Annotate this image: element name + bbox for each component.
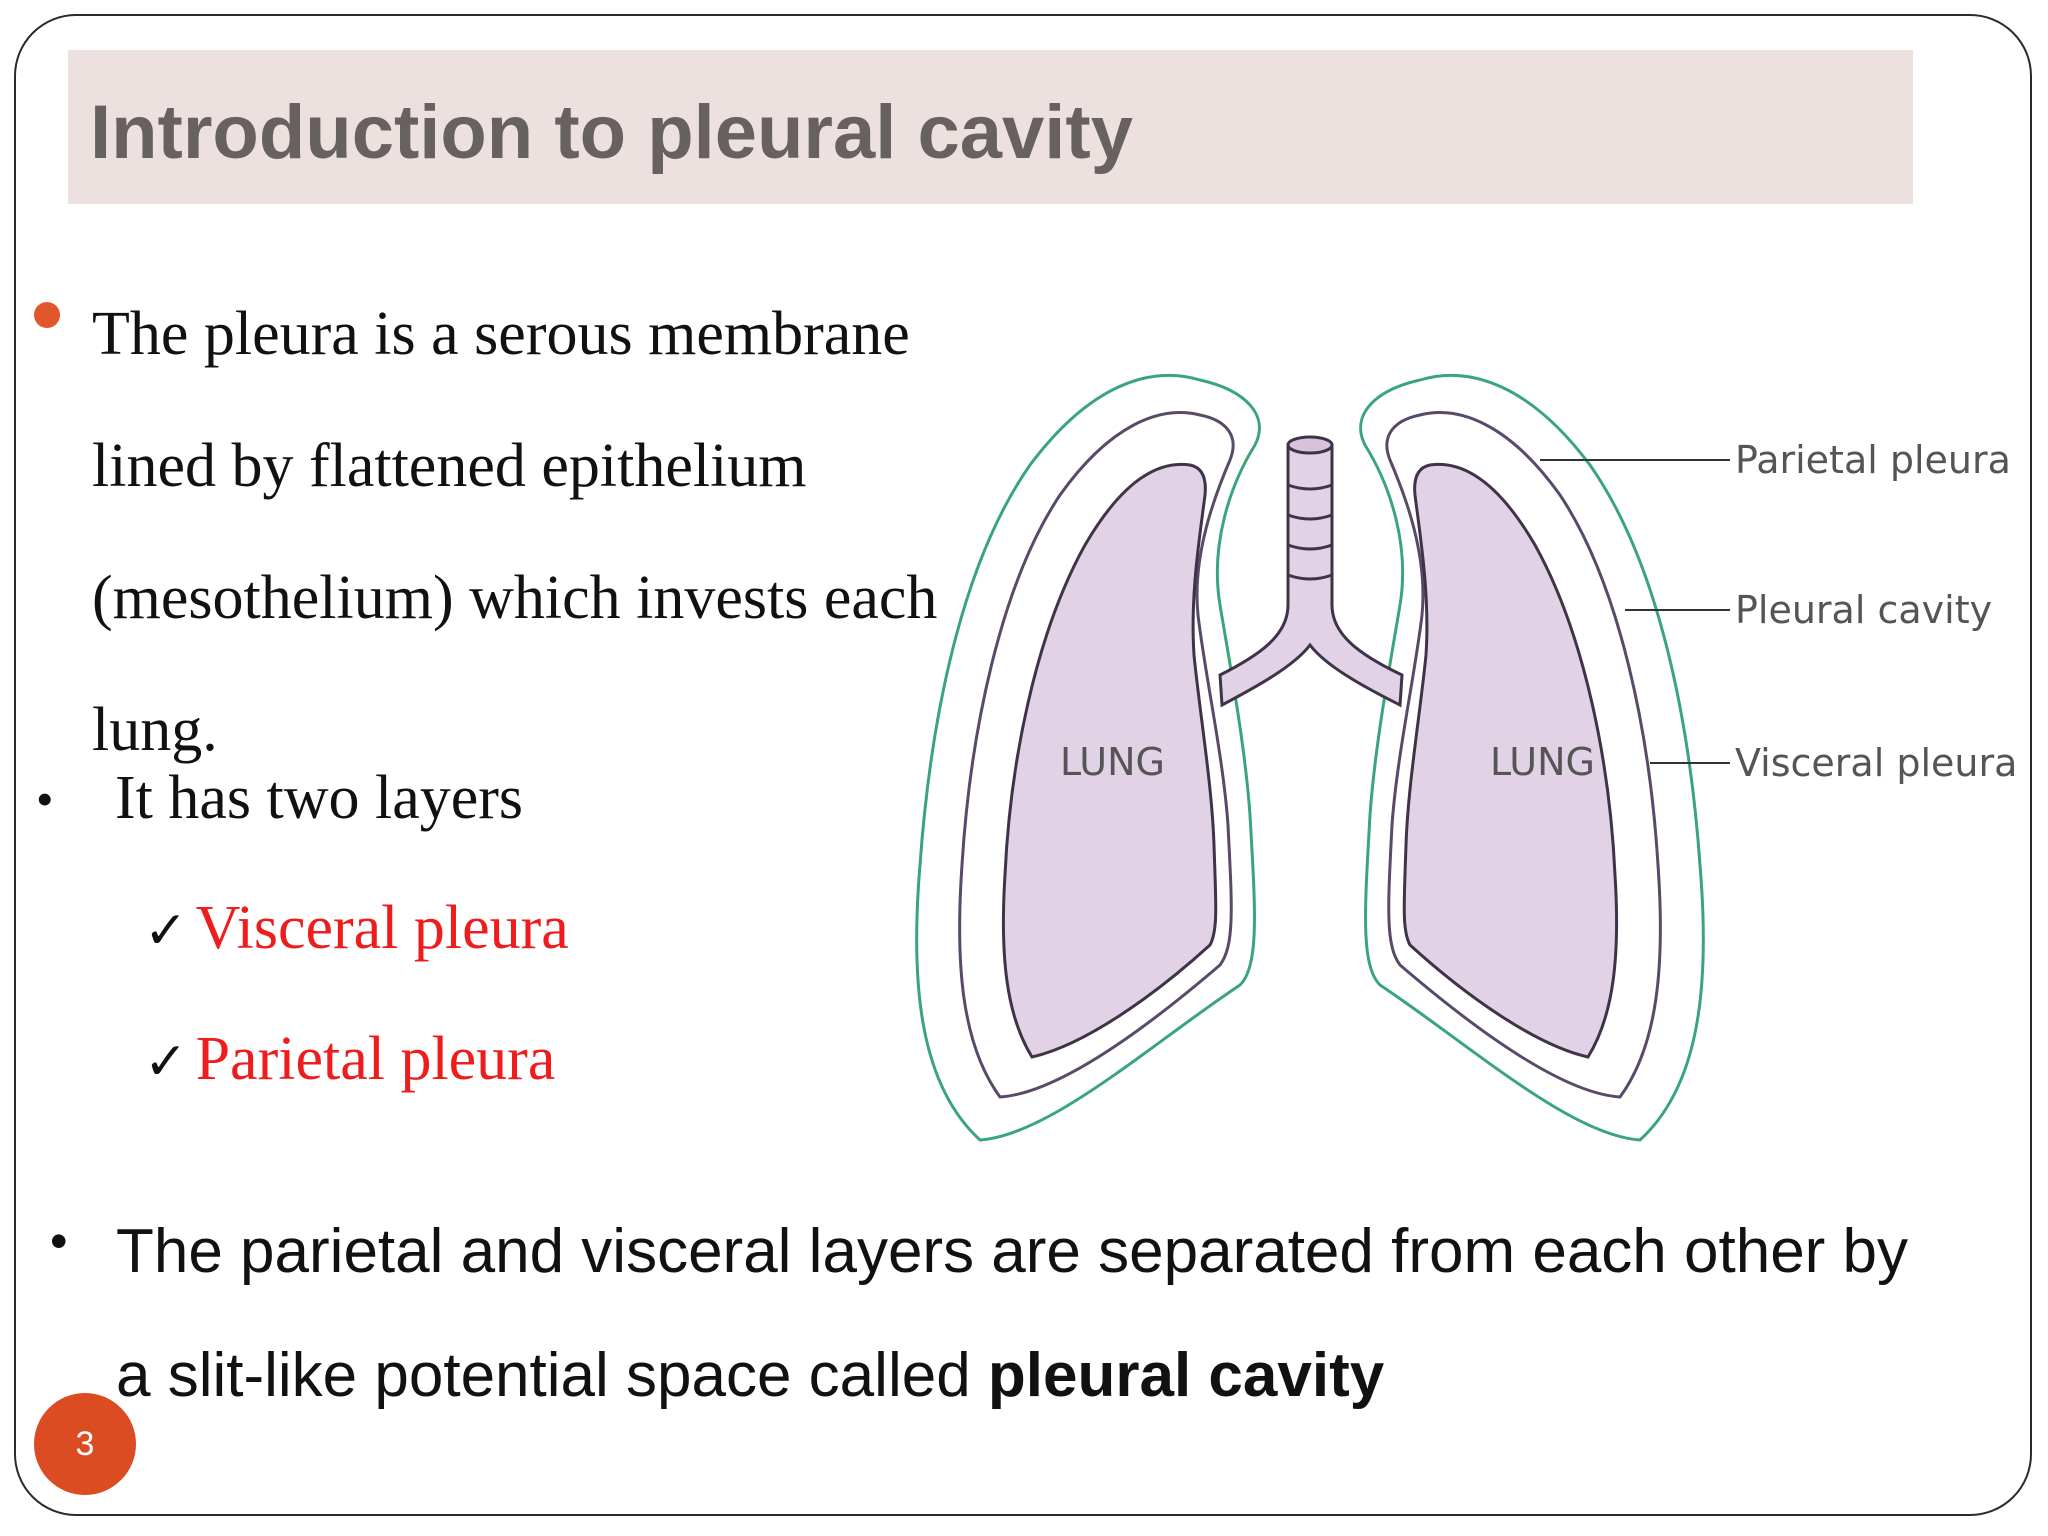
parietal-pleura-left xyxy=(915,373,1261,1142)
lung-right-body xyxy=(1402,462,1619,1059)
trachea-rings xyxy=(1287,483,1333,581)
layer-item-visceral: ✓Visceral pleura xyxy=(144,893,569,964)
intro-line: lung. xyxy=(92,696,218,764)
pleural-cavity-left xyxy=(958,411,1235,1099)
label-parietal-pleura: Parietal pleura xyxy=(1735,438,2011,482)
label-pleural-cavity: Pleural cavity xyxy=(1735,588,1992,632)
page-number: 3 xyxy=(34,1393,136,1495)
bullet-dot-icon xyxy=(34,302,60,328)
intro-paragraph: The pleura is a serous membrane lined by… xyxy=(92,268,1012,796)
layer-item-parietal: ✓Parietal pleura xyxy=(144,1024,555,1095)
slide-title: Introduction to pleural cavity xyxy=(90,90,1133,175)
bullet-icon: • xyxy=(36,771,54,827)
layer-label: Parietal pleura xyxy=(195,1025,556,1093)
pleura-diagram: LUNG LUNG Parietal pleura Pleural cavity… xyxy=(915,373,2017,1142)
intro-line: The pleura is a serous membrane xyxy=(92,300,910,368)
trachea-top xyxy=(1286,435,1334,455)
separation-text: The parietal and visceral layers are sep… xyxy=(116,1217,1909,1410)
title-bar xyxy=(68,50,1913,204)
intro-line: lined by flattened epithelium xyxy=(92,432,807,500)
bullet-icon: • xyxy=(50,1213,68,1269)
layers-bullet: It has two layers xyxy=(115,764,524,832)
lung-left-body xyxy=(1001,462,1218,1059)
intro-line: (mesothelium) which invests each xyxy=(92,564,938,632)
pleural-cavity-right xyxy=(1385,411,1662,1099)
layer-label: Visceral pleura xyxy=(195,894,569,962)
separation-term: pleural cavity xyxy=(987,1341,1385,1410)
parietal-pleura-right xyxy=(1359,373,1705,1142)
checkmark-icon: ✓ xyxy=(144,1032,188,1092)
separation-paragraph: The parietal and visceral layers are sep… xyxy=(116,1190,1916,1438)
trachea xyxy=(1218,443,1404,708)
lung-label-left: LUNG xyxy=(1060,740,1165,784)
label-visceral-pleura: Visceral pleura xyxy=(1735,741,2017,785)
lung-label-right: LUNG xyxy=(1490,740,1595,784)
checkmark-icon: ✓ xyxy=(144,901,188,961)
